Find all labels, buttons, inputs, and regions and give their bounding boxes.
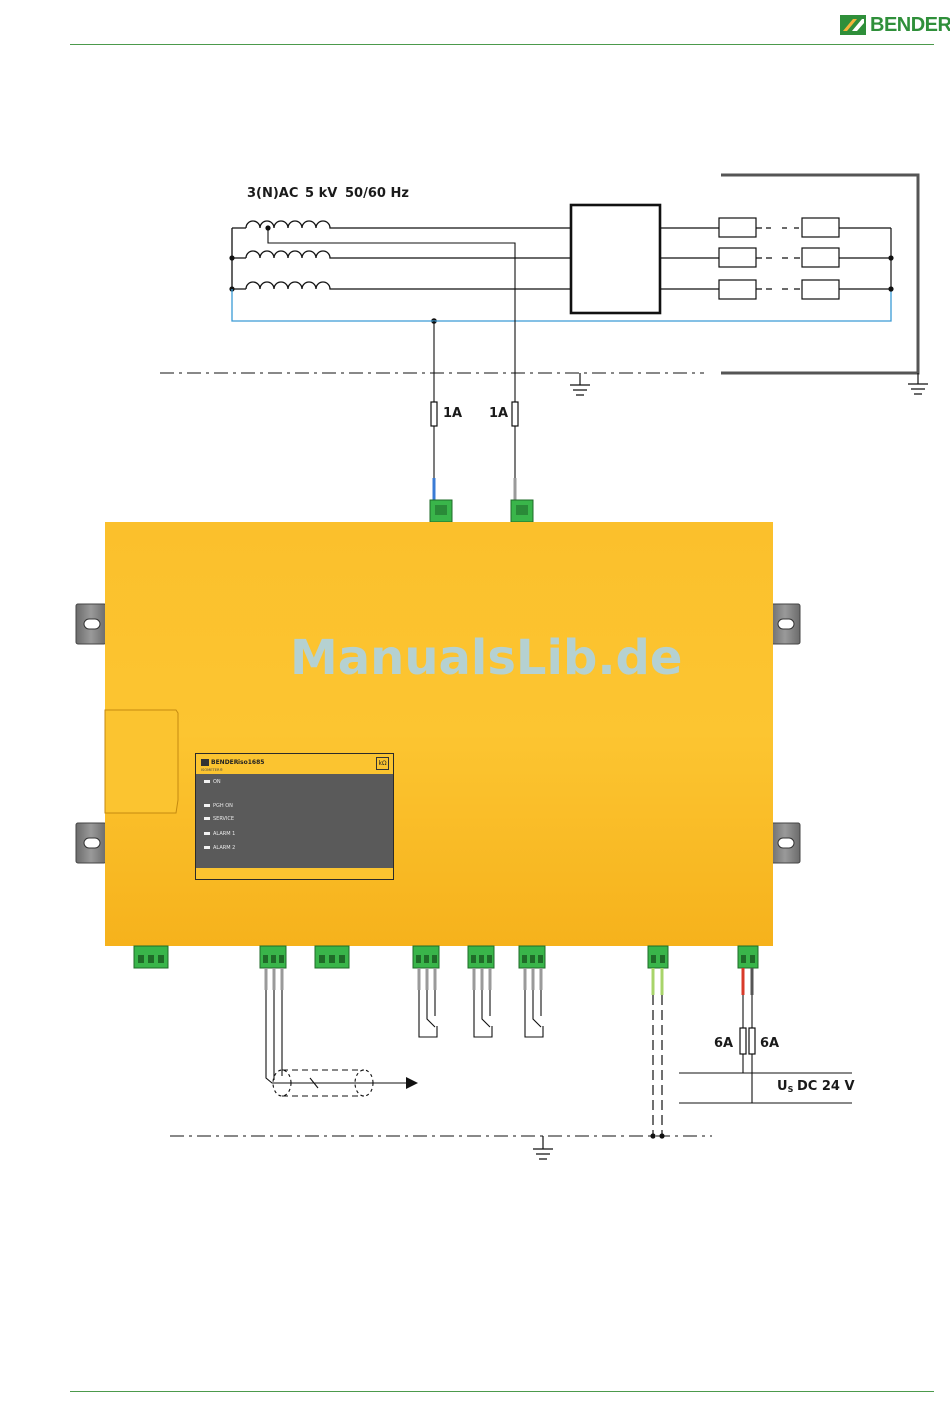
transformer-windings [232,221,570,289]
side-cover [105,710,178,813]
pe-connection [653,995,662,1136]
terminal-slots [138,955,755,963]
panel-header: BENDER iso1685 ISOMETER® kΩ [196,754,393,774]
panel-logo-icon [201,759,209,766]
supply-voltage-value: DC 24 V [797,1079,855,1094]
fuse-right-label: 1A [489,406,508,421]
bus-arrowhead [406,1077,418,1089]
panel-model: iso1685 [238,759,264,766]
earth-icon-top [570,373,590,395]
supply-fuse-icons [740,1028,755,1054]
neutral-line [232,289,891,321]
led-service: SERVICE [204,816,234,822]
relay-contacts [419,990,543,1037]
converter-block [571,205,660,313]
supply-fuse-right-label: 6A [760,1036,779,1051]
panel-subtitle: ISOMETER® [201,768,223,772]
lead-color-sleeves [434,478,515,500]
led-alarm-2: ALARM 2 [204,845,235,851]
device-housing [105,522,773,946]
star-points [229,225,436,323]
earth-icon-bottom [533,1136,553,1159]
load-lines [660,228,891,289]
fuse-left-label: 1A [443,406,462,421]
supply-frequency-label: 50/60 Hz [345,186,409,201]
leads-to-terminals [434,426,515,478]
measuring-lead-l1 [268,228,515,402]
top-terminal-blocks [430,500,533,522]
enclosure-frame [721,175,918,373]
supply-voltage-symbol: US [777,1079,793,1094]
device-display-panel: BENDER iso1685 ISOMETER® kΩ ON PGH ON SE… [195,753,394,880]
bottom-lead-sleeves [266,968,752,995]
enclosure-earth-icon [908,373,928,394]
panel-brand: BENDER [211,759,238,766]
supply-type-label: 3(N)AC [247,186,298,201]
bus-wiring [266,990,415,1083]
supply-voltage-label: 5 kV [305,186,337,201]
panel-unit-symbol: kΩ [376,757,389,770]
led-pgh-on: PGH ON [204,803,233,809]
led-on: ON [204,779,221,785]
supply-voltage-subscript: S [788,1085,794,1094]
supply-fuse-left-label: 6A [714,1036,733,1051]
load-resistors [719,218,839,299]
led-alarm-1: ALARM 1 [204,831,235,837]
panel-footer [196,868,393,879]
watermark: ManualsLib.de [290,630,682,686]
